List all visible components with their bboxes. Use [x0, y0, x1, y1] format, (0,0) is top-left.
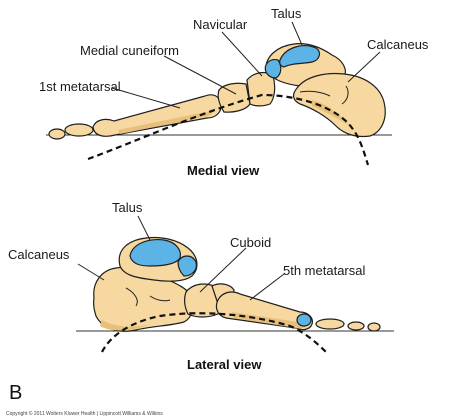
cuboid-label: Cuboid [230, 235, 271, 250]
cuboid-bone [184, 283, 221, 318]
lateral-middle-phalanx [347, 321, 365, 331]
lateral-calcaneus-sulcus [149, 295, 171, 302]
lateral-talus-cartilage [129, 239, 181, 267]
lateral-talus-label: Talus [112, 200, 143, 215]
panel-letter: B [9, 382, 22, 404]
medial-view-diagram: Talus Navicular Calcaneus Medial cuneifo… [39, 6, 429, 178]
fifth-metatarsal-label: 5th metatarsal [283, 263, 365, 278]
calcaneus-pointer-line [347, 51, 381, 83]
cuboid-pointer-line [199, 247, 247, 293]
medial-distal-phalanx [48, 128, 66, 140]
lateral-calcaneus-label: Calcaneus [8, 247, 70, 262]
lateral-calcaneus-pointer-line [77, 263, 105, 281]
lateral-distal-phalanx [367, 322, 381, 332]
medial-talus-cartilage [279, 45, 321, 68]
fifth-metatarsal-bone [215, 291, 313, 331]
lateral-calcaneus-detail [125, 287, 138, 307]
lateral-arch-line [101, 312, 327, 353]
medial-calcaneus-detail [299, 90, 331, 97]
medial-calcaneus-sulcus [341, 85, 349, 105]
medial-calcaneus-label: Calcaneus [367, 37, 429, 52]
lateral-calcaneus-shading [100, 320, 150, 331]
navicular-label: Navicular [193, 17, 248, 32]
fifth-metatarsal-pointer-line [249, 273, 285, 301]
lateral-talus-pointer-line [137, 215, 151, 241]
medial-cuneiform-label: Medial cuneiform [80, 43, 179, 58]
first-metatarsal-pointer-line [111, 87, 181, 109]
lateral-view-title: Lateral view [187, 357, 262, 372]
medial-cuneiform-pointer-line [163, 55, 237, 95]
lateral-proximal-phalanx [315, 318, 345, 330]
medial-talus-head-cartilage [264, 59, 282, 79]
navicular-bone [246, 71, 276, 107]
medial-calcaneus-shading [312, 100, 350, 126]
lateral-view-diagram: Talus Calcaneus Cuboid 5th metatarsal La… [8, 200, 394, 372]
talus-pointer-line [291, 21, 303, 46]
lateral-talus-head-cartilage [177, 255, 197, 277]
medial-view-title: Medial view [187, 163, 260, 178]
navicular-pointer-line [221, 31, 263, 77]
medial-cuneiform-bone [217, 82, 251, 113]
medial-calcaneus-bone [293, 72, 386, 138]
first-metatarsal-label: 1st metatarsal [39, 79, 121, 94]
medial-talus-label: Talus [271, 6, 302, 21]
medial-arch-line [87, 93, 370, 166]
copyright-notice: Copyright © 2011 Wolters Kluwer Health |… [6, 410, 163, 417]
medial-proximal-phalanx [64, 123, 94, 137]
metatarsal-head-cartilage [296, 313, 312, 327]
first-metatarsal-shading [118, 107, 216, 134]
